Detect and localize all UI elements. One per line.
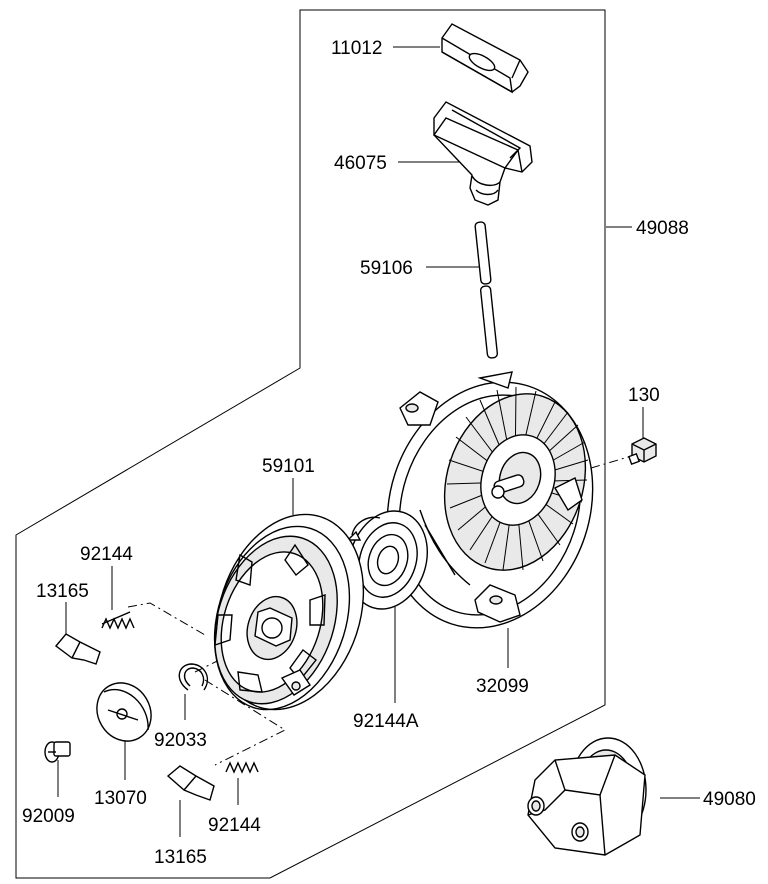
reel-59101	[213, 513, 365, 711]
part-labels: 11012 46075 59106 49088 130 59101 92144 …	[22, 38, 756, 868]
label-92144A: 92144A	[353, 711, 419, 732]
starter-pulley-49080	[527, 737, 647, 856]
label-11012: 11012	[331, 38, 382, 59]
pawl-13165-lower	[166, 765, 215, 801]
spring-92144-upper	[101, 611, 135, 630]
spring-92144-lower	[225, 761, 259, 774]
label-59106: 59106	[360, 258, 413, 279]
assembly-outline	[15, 9, 606, 879]
label-92009: 92009	[22, 806, 75, 827]
label-32099: 32099	[476, 676, 529, 697]
pawl-13165-upper	[54, 633, 101, 665]
label-49080: 49080	[703, 789, 756, 810]
starter-rope-59106	[474, 221, 499, 359]
handle-grip-11012	[441, 23, 529, 94]
label-92144-lower: 92144	[208, 815, 261, 836]
label-13070: 13070	[94, 788, 147, 809]
leader-lines	[57, 46, 700, 837]
label-59101: 59101	[262, 456, 315, 477]
label-49088: 49088	[636, 218, 689, 239]
label-130: 130	[628, 385, 660, 406]
recoil-spring-92144A	[346, 510, 429, 610]
circlip-92033	[178, 663, 209, 691]
label-13165-upper: 13165	[36, 581, 89, 602]
starter-case-32099	[386, 371, 594, 629]
friction-plate-13070	[96, 682, 152, 742]
screw-92009	[44, 741, 71, 763]
bolt-130	[627, 437, 657, 466]
starter-handle-46075	[432, 101, 533, 206]
label-13165-lower: 13165	[154, 847, 207, 868]
label-92033: 92033	[154, 730, 207, 751]
label-46075: 46075	[334, 153, 387, 174]
label-92144-upper: 92144	[80, 544, 133, 565]
